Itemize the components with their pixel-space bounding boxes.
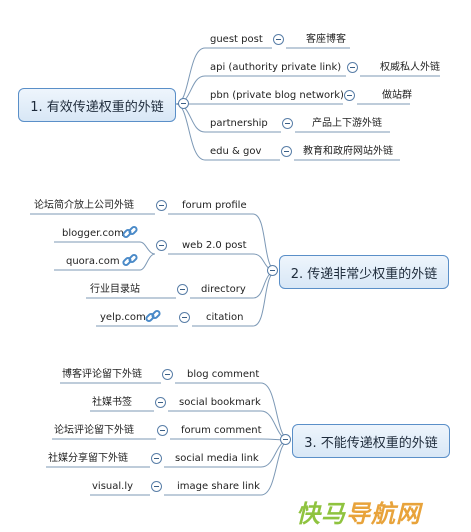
- collapse-toggle-icon[interactable]: [151, 453, 162, 464]
- chain-link-icon[interactable]: [122, 224, 138, 240]
- subtopic-blog-comment[interactable]: blog comment: [187, 369, 260, 380]
- subtopic-web2-post[interactable]: web 2.0 post: [182, 240, 247, 251]
- detail-social-bookmark: 社媒书签: [92, 397, 132, 408]
- detail-api: 权威私人外链: [380, 62, 440, 73]
- watermark: 快马导航网: [296, 494, 421, 529]
- subtopic-forum-profile[interactable]: forum profile: [182, 200, 247, 211]
- collapse-toggle-icon[interactable]: [157, 425, 168, 436]
- detail-blog-comment: 博客评论留下外链: [62, 369, 142, 380]
- subtopic-api[interactable]: api (authority private link): [210, 62, 342, 73]
- detail-yelp: yelp.com: [100, 312, 146, 323]
- subtopic-directory[interactable]: directory: [201, 284, 246, 295]
- collapse-toggle-icon[interactable]: [178, 98, 189, 109]
- collapse-toggle-icon[interactable]: [282, 118, 293, 129]
- detail-directory: 行业目录站: [90, 284, 140, 295]
- collapse-toggle-icon[interactable]: [162, 369, 173, 380]
- collapse-toggle-icon[interactable]: [347, 62, 358, 73]
- subtopic-guest-post[interactable]: guest post: [210, 34, 263, 45]
- subtopic-citation[interactable]: citation: [206, 312, 244, 323]
- collapse-toggle-icon[interactable]: [151, 481, 162, 492]
- detail-pbn: 做站群: [382, 90, 412, 101]
- subtopic-social-bookmark[interactable]: social bookmark: [179, 397, 261, 408]
- detail-forum-comment: 论坛评论留下外链: [54, 425, 134, 436]
- watermark-part-2: 导航网: [346, 500, 421, 528]
- collapse-toggle-icon[interactable]: [267, 265, 278, 276]
- subtopic-partnership[interactable]: partnership: [210, 118, 268, 129]
- collapse-toggle-icon[interactable]: [281, 146, 292, 157]
- main-topic-2[interactable]: 2. 传递非常少权重的外链: [279, 255, 449, 289]
- collapse-toggle-icon[interactable]: [273, 34, 284, 45]
- detail-edu-gov: 教育和政府网站外链: [303, 146, 393, 157]
- subtopic-image-share-link[interactable]: image share link: [177, 481, 260, 492]
- collapse-toggle-icon[interactable]: [156, 200, 167, 211]
- collapse-toggle-icon[interactable]: [177, 284, 188, 295]
- chain-link-icon[interactable]: [145, 308, 161, 324]
- detail-quora: quora.com: [66, 256, 120, 267]
- collapse-toggle-icon[interactable]: [280, 434, 291, 445]
- watermark-part-1: 快马: [296, 500, 346, 528]
- detail-guest-post: 客座博客: [306, 34, 346, 45]
- subtopic-pbn[interactable]: pbn (private blog network): [210, 90, 344, 101]
- detail-social-media-link: 社媒分享留下外链: [48, 453, 128, 464]
- chain-link-icon[interactable]: [122, 252, 138, 268]
- main-topic-3[interactable]: 3. 不能传递权重的外链: [292, 424, 450, 458]
- detail-blogger: blogger.com: [62, 228, 124, 239]
- subtopic-forum-comment[interactable]: forum comment: [181, 425, 262, 436]
- collapse-toggle-icon[interactable]: [344, 90, 355, 101]
- subtopic-social-media-link[interactable]: social media link: [175, 453, 259, 464]
- collapse-toggle-icon[interactable]: [156, 240, 167, 251]
- detail-forum-profile: 论坛简介放上公司外链: [34, 200, 134, 211]
- detail-visually: visual.ly: [92, 481, 134, 492]
- collapse-toggle-icon[interactable]: [155, 397, 166, 408]
- detail-partnership: 产品上下游外链: [312, 118, 382, 129]
- main-topic-1[interactable]: 1. 有效传递权重的外链: [18, 88, 176, 122]
- subtopic-edu-gov[interactable]: edu & gov: [210, 146, 262, 157]
- collapse-toggle-icon[interactable]: [179, 312, 190, 323]
